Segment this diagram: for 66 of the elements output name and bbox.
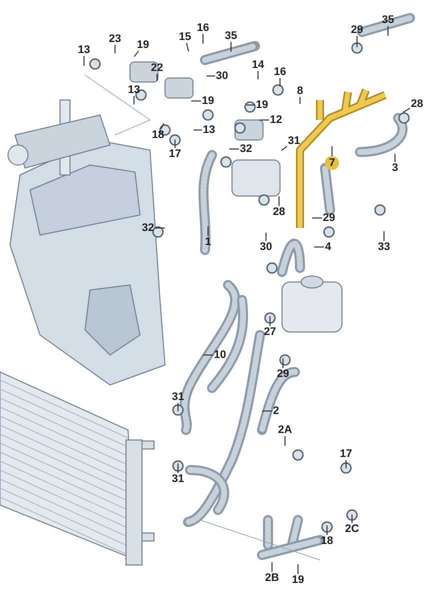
callout-number: 10 xyxy=(212,349,228,361)
leader-line xyxy=(228,148,240,150)
callout-number: 23 xyxy=(108,33,122,45)
leader-line xyxy=(282,358,284,368)
callout-number: 31 xyxy=(170,391,186,403)
leader-line xyxy=(278,196,280,206)
callout-number: 19 xyxy=(136,39,150,51)
callout-number: 2 xyxy=(272,405,280,417)
callout-number: 29 xyxy=(322,212,336,224)
leader-line xyxy=(174,139,176,148)
callout-number: 18 xyxy=(320,535,334,547)
leader-line xyxy=(326,524,328,536)
leader-line xyxy=(202,34,204,44)
callout-number: 16 xyxy=(272,66,288,78)
leader-line xyxy=(402,108,410,113)
leader-line xyxy=(284,436,286,446)
callout-number: 22 xyxy=(150,62,164,74)
callout-number: 15 xyxy=(178,31,192,43)
callout-number: 27 xyxy=(262,326,278,338)
leader-line xyxy=(394,153,396,162)
callout-number: 28 xyxy=(410,98,424,110)
callout-number: 19 xyxy=(290,574,306,586)
callout-number: 33 xyxy=(376,241,392,253)
callout-number: 29 xyxy=(276,368,290,380)
callout-number: 18 xyxy=(150,129,166,141)
callout-number: 7 xyxy=(324,156,340,170)
callout-number: 13 xyxy=(126,84,142,96)
callout-number: 35 xyxy=(224,30,238,42)
leader-line xyxy=(156,74,158,82)
callout-number: 31 xyxy=(170,473,186,485)
callout-number: 19 xyxy=(200,95,216,107)
callout-number: 30 xyxy=(258,241,274,253)
leader-line xyxy=(262,410,272,412)
callout-number: 14 xyxy=(250,59,266,71)
leader-line xyxy=(160,122,164,130)
callout-number: 2B xyxy=(264,572,280,584)
callout-number: 19 xyxy=(254,99,270,111)
callout-number: 8 xyxy=(296,85,304,97)
leader-line xyxy=(280,146,288,151)
callout-number: 30 xyxy=(214,70,230,82)
callout-number: 13 xyxy=(76,44,92,56)
leader-line xyxy=(190,100,202,102)
callout-number: 16 xyxy=(196,22,210,34)
callout-number: 29 xyxy=(350,24,364,36)
leader-line xyxy=(356,36,358,48)
callout-number: 2A xyxy=(276,424,294,436)
callout-number: 28 xyxy=(272,206,286,218)
leader-line xyxy=(134,50,139,58)
callout-number: 17 xyxy=(168,148,182,160)
leader-line xyxy=(314,246,324,248)
callout-number: 13 xyxy=(202,124,216,136)
callout-number: 2C xyxy=(344,523,360,535)
callout-number: 4 xyxy=(324,241,332,253)
leader-line xyxy=(114,44,116,54)
callout-number: 32 xyxy=(238,143,254,155)
callout-number: 35 xyxy=(380,14,396,26)
callout-number: 3 xyxy=(390,162,400,174)
callout-number: 12 xyxy=(268,114,284,126)
callout-number: 31 xyxy=(286,135,302,147)
callout-number: 1 xyxy=(204,236,212,248)
leader-line xyxy=(230,42,232,52)
leader-line xyxy=(246,104,256,106)
callout-number: 17 xyxy=(338,448,354,460)
leader-line xyxy=(202,354,214,356)
leader-line xyxy=(186,42,190,52)
callout-number: 32 xyxy=(140,222,156,234)
